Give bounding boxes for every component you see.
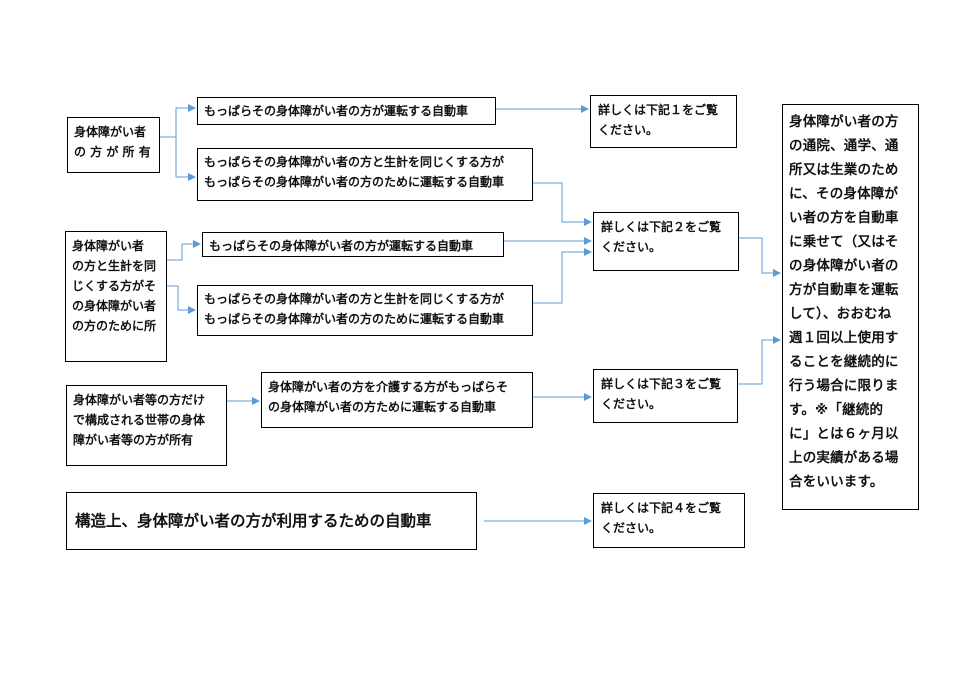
- owner-self-box: 身体障がい者 の 方 が 所 有: [67, 117, 160, 173]
- vehicle-self-drives-box-2: もっぱらその身体障がい者の方が運転する自動車: [202, 232, 504, 257]
- arrow-ref-2-to-condition: [739, 237, 781, 277]
- owner-household-box: 身体障がい者等の方だけ で構成される世帯の身体 障がい者等の方が所有: [66, 385, 227, 466]
- arrow-ref-3-to-condition: [738, 336, 781, 385]
- reference-box-2: 詳しくは下記２をご覧 ください。: [593, 212, 739, 271]
- condition-box: 身体障がい者の方 の通院、通学、通 所又は生業のため に、その身体障が い者の方…: [782, 104, 919, 510]
- vehicle-family-drives-box-1: もっぱらその身体障がい者の方と生計を同じくする方が もっぱらその身体障がい者の方…: [197, 148, 533, 201]
- reference-box-4: 詳しくは下記４をご覧 ください。: [593, 493, 745, 548]
- arrow-vehicle-family-2-to-ref-2: [533, 248, 592, 304]
- arrow-owner-family-to-vehicle-1: [167, 240, 201, 261]
- owner-family-box: 身体障がい者 の方と生計を同 じくする方がそ の身体障がい者 の方のために所: [65, 231, 167, 362]
- arrow-vehicle-family-1-to-ref-2: [533, 182, 592, 226]
- vehicle-caregiver-drives-box: 身体障がい者の方を介護する方がもっぱらそ の身体障がい者の方ために運転する自動車: [261, 372, 533, 428]
- reference-box-3: 詳しくは下記３をご覧 ください。: [593, 369, 738, 423]
- arrow-owner-family-to-vehicle-2: [167, 285, 196, 314]
- arrow-owner-self-to-vehicle-1: [160, 104, 196, 138]
- vehicle-family-drives-box-2: もっぱらその身体障がい者の方と生計を同じくする方が もっぱらその身体障がい者の方…: [197, 285, 533, 336]
- structural-vehicle-box: 構造上、身体障がい者の方が利用するための自動車: [66, 492, 477, 550]
- reference-box-1: 詳しくは下記１をご覧 ください。: [590, 95, 737, 148]
- vehicle-self-drives-box-1: もっぱらその身体障がい者の方が運転する自動車: [197, 97, 496, 125]
- arrow-owner-self-to-vehicle-2: [175, 137, 196, 181]
